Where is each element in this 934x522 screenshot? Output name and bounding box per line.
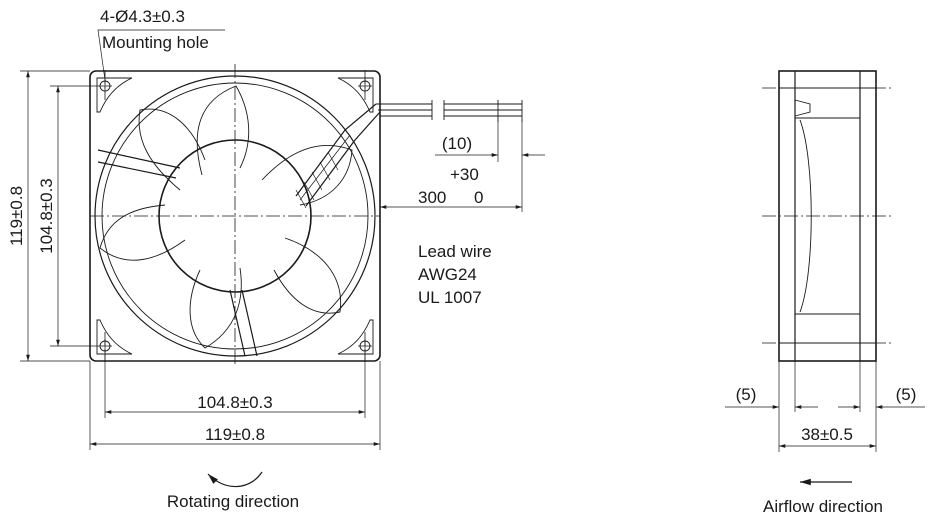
wire-guide-hatch (295, 134, 351, 209)
lead-tol-label: +30 (450, 165, 479, 184)
side-wire-exit (794, 99, 811, 117)
mounting-hole-leader (97, 29, 225, 81)
side-dimensions (725, 361, 925, 452)
fan-side-view (762, 70, 893, 362)
corner-gusset (96, 77, 133, 113)
hole-spec-label: 4-Ø4.3±0.3 (100, 7, 185, 26)
lead-standard-label: UL 1007 (418, 288, 482, 307)
lead-gauge-label: AWG24 (418, 265, 477, 284)
rotation-arrow-icon (207, 471, 263, 488)
height-dimensions (20, 70, 98, 362)
width-pitch-label: 104.8±0.3 (197, 393, 273, 412)
height-outer-label: 119±0.8 (7, 186, 26, 246)
hole-caption-label: Mounting hole (102, 33, 209, 52)
width-outer-label: 119±0.8 (205, 425, 265, 444)
lead-tol-low-label: 0 (474, 188, 483, 207)
rotation-caption: Rotating direction (167, 492, 299, 511)
lead-stub-label: (10) (442, 134, 472, 153)
corner-gusset (337, 77, 374, 113)
fan-front-view (89, 64, 523, 366)
lead-wires (376, 100, 523, 122)
corner-gusset (96, 319, 133, 355)
width-dimensions (89, 350, 381, 450)
fan-spoke (97, 149, 181, 179)
height-pitch-label: 104.8±0.3 (37, 178, 56, 254)
side-left-gap-label: (5) (736, 385, 757, 404)
airflow-caption: Airflow direction (763, 497, 883, 516)
fan-spoke (229, 289, 258, 357)
lead-dimensions (380, 120, 545, 212)
side-rib-line (779, 87, 876, 344)
side-right-gap-label: (5) (896, 385, 917, 404)
lead-nominal-label: 300 (418, 188, 446, 207)
wire-guide (295, 103, 381, 207)
corner-gusset (337, 319, 374, 355)
lead-wire-label: Lead wire (418, 242, 492, 261)
side-center-line (762, 87, 893, 344)
side-depth-label: 38±0.5 (801, 425, 853, 444)
